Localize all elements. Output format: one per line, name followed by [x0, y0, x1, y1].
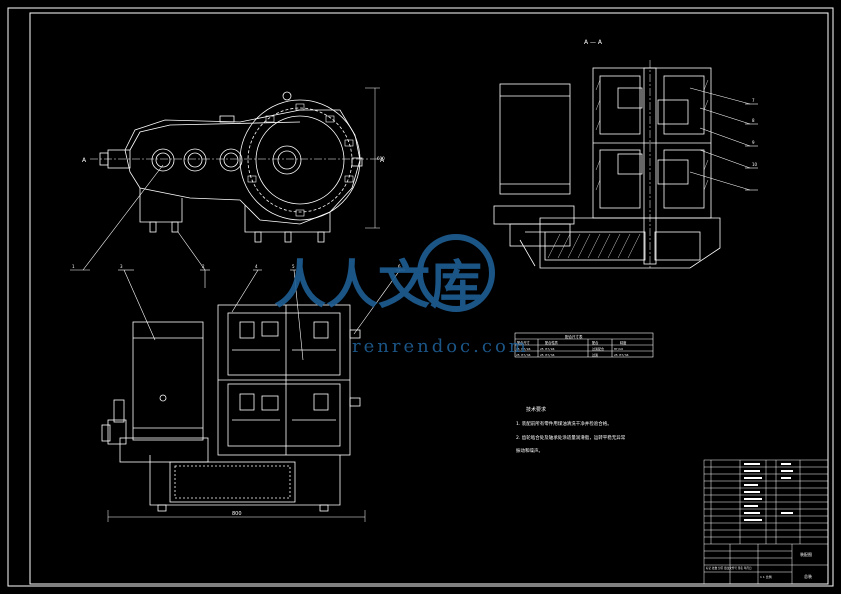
section-mark-right: A [380, 157, 385, 164]
section-mark-left: A [82, 157, 87, 164]
note-line-2: 2. 齿轮啮合处及轴承处涂适量润滑脂，运转平稳无异常 [516, 434, 626, 441]
balloon-4: 4 [255, 264, 258, 269]
fit-table-cell: 25 H7/k6 [540, 347, 555, 351]
fit-table [514, 332, 654, 358]
balloon-7: 7 [752, 98, 755, 103]
notes-heading: 技术要求 [526, 406, 546, 413]
fit-table-cell: 过渡 [592, 352, 598, 357]
fit-table-cell: H7/k6 [614, 347, 623, 351]
drawing-name: 装配图 [800, 551, 812, 557]
watermark-logo: 人人文库 renrendoc.com [274, 234, 529, 357]
section-view [493, 60, 721, 270]
fit-table-cell: 25 H7/h6 [540, 353, 555, 357]
fit-table-title: 配合尺寸表 [565, 334, 583, 339]
fit-table-cell: 过渡配合 [592, 346, 604, 351]
balloon-2: 2 [202, 264, 205, 269]
fit-table-header-0: 配合尺寸 [517, 340, 531, 345]
part-number: 总装 [804, 573, 812, 579]
balloon-1: 1 [72, 264, 75, 269]
height-mark: 600 [377, 156, 385, 161]
outer-border [7, 7, 834, 587]
fit-table-cell: 25 H7/h6 [516, 353, 531, 357]
balloon-5: 5 [292, 264, 295, 269]
svg-text:renrendoc.com: renrendoc.com [352, 336, 529, 357]
balloon-3: 3 [120, 264, 123, 269]
fit-table-header-3: 精度 [620, 340, 627, 345]
balloon-10: 10 [752, 162, 758, 167]
section-title: A — A [584, 39, 603, 46]
top-view [101, 304, 366, 522]
front-view [90, 87, 380, 243]
fit-table-header-2: 配合 [592, 340, 599, 345]
note-line-1: 1. 装配前所有零件用煤油清洗干净并检验合格。 [516, 420, 612, 427]
balloon-6: 6 [398, 264, 401, 269]
inner-border [29, 12, 829, 585]
fit-table-cell: 25 H7/k6 [516, 347, 531, 351]
svg-text:人人文库: 人人文库 [274, 255, 482, 316]
fit-table-cell: 25 H7/h6 [614, 353, 629, 357]
fit-table-header-1: 配合性质 [545, 340, 559, 345]
note-line-3: 振动和噪声。 [516, 447, 543, 454]
title-block [703, 459, 829, 585]
title-block-footer-mid: 1 1 比例 [760, 574, 772, 579]
balloon-9: 9 [752, 140, 755, 145]
title-block-footer-left: 标记 处数 分区 更改文件号 签名 年月日 [706, 566, 752, 570]
balloon-8: 8 [752, 118, 755, 123]
base-dimension: 800 [232, 511, 242, 517]
